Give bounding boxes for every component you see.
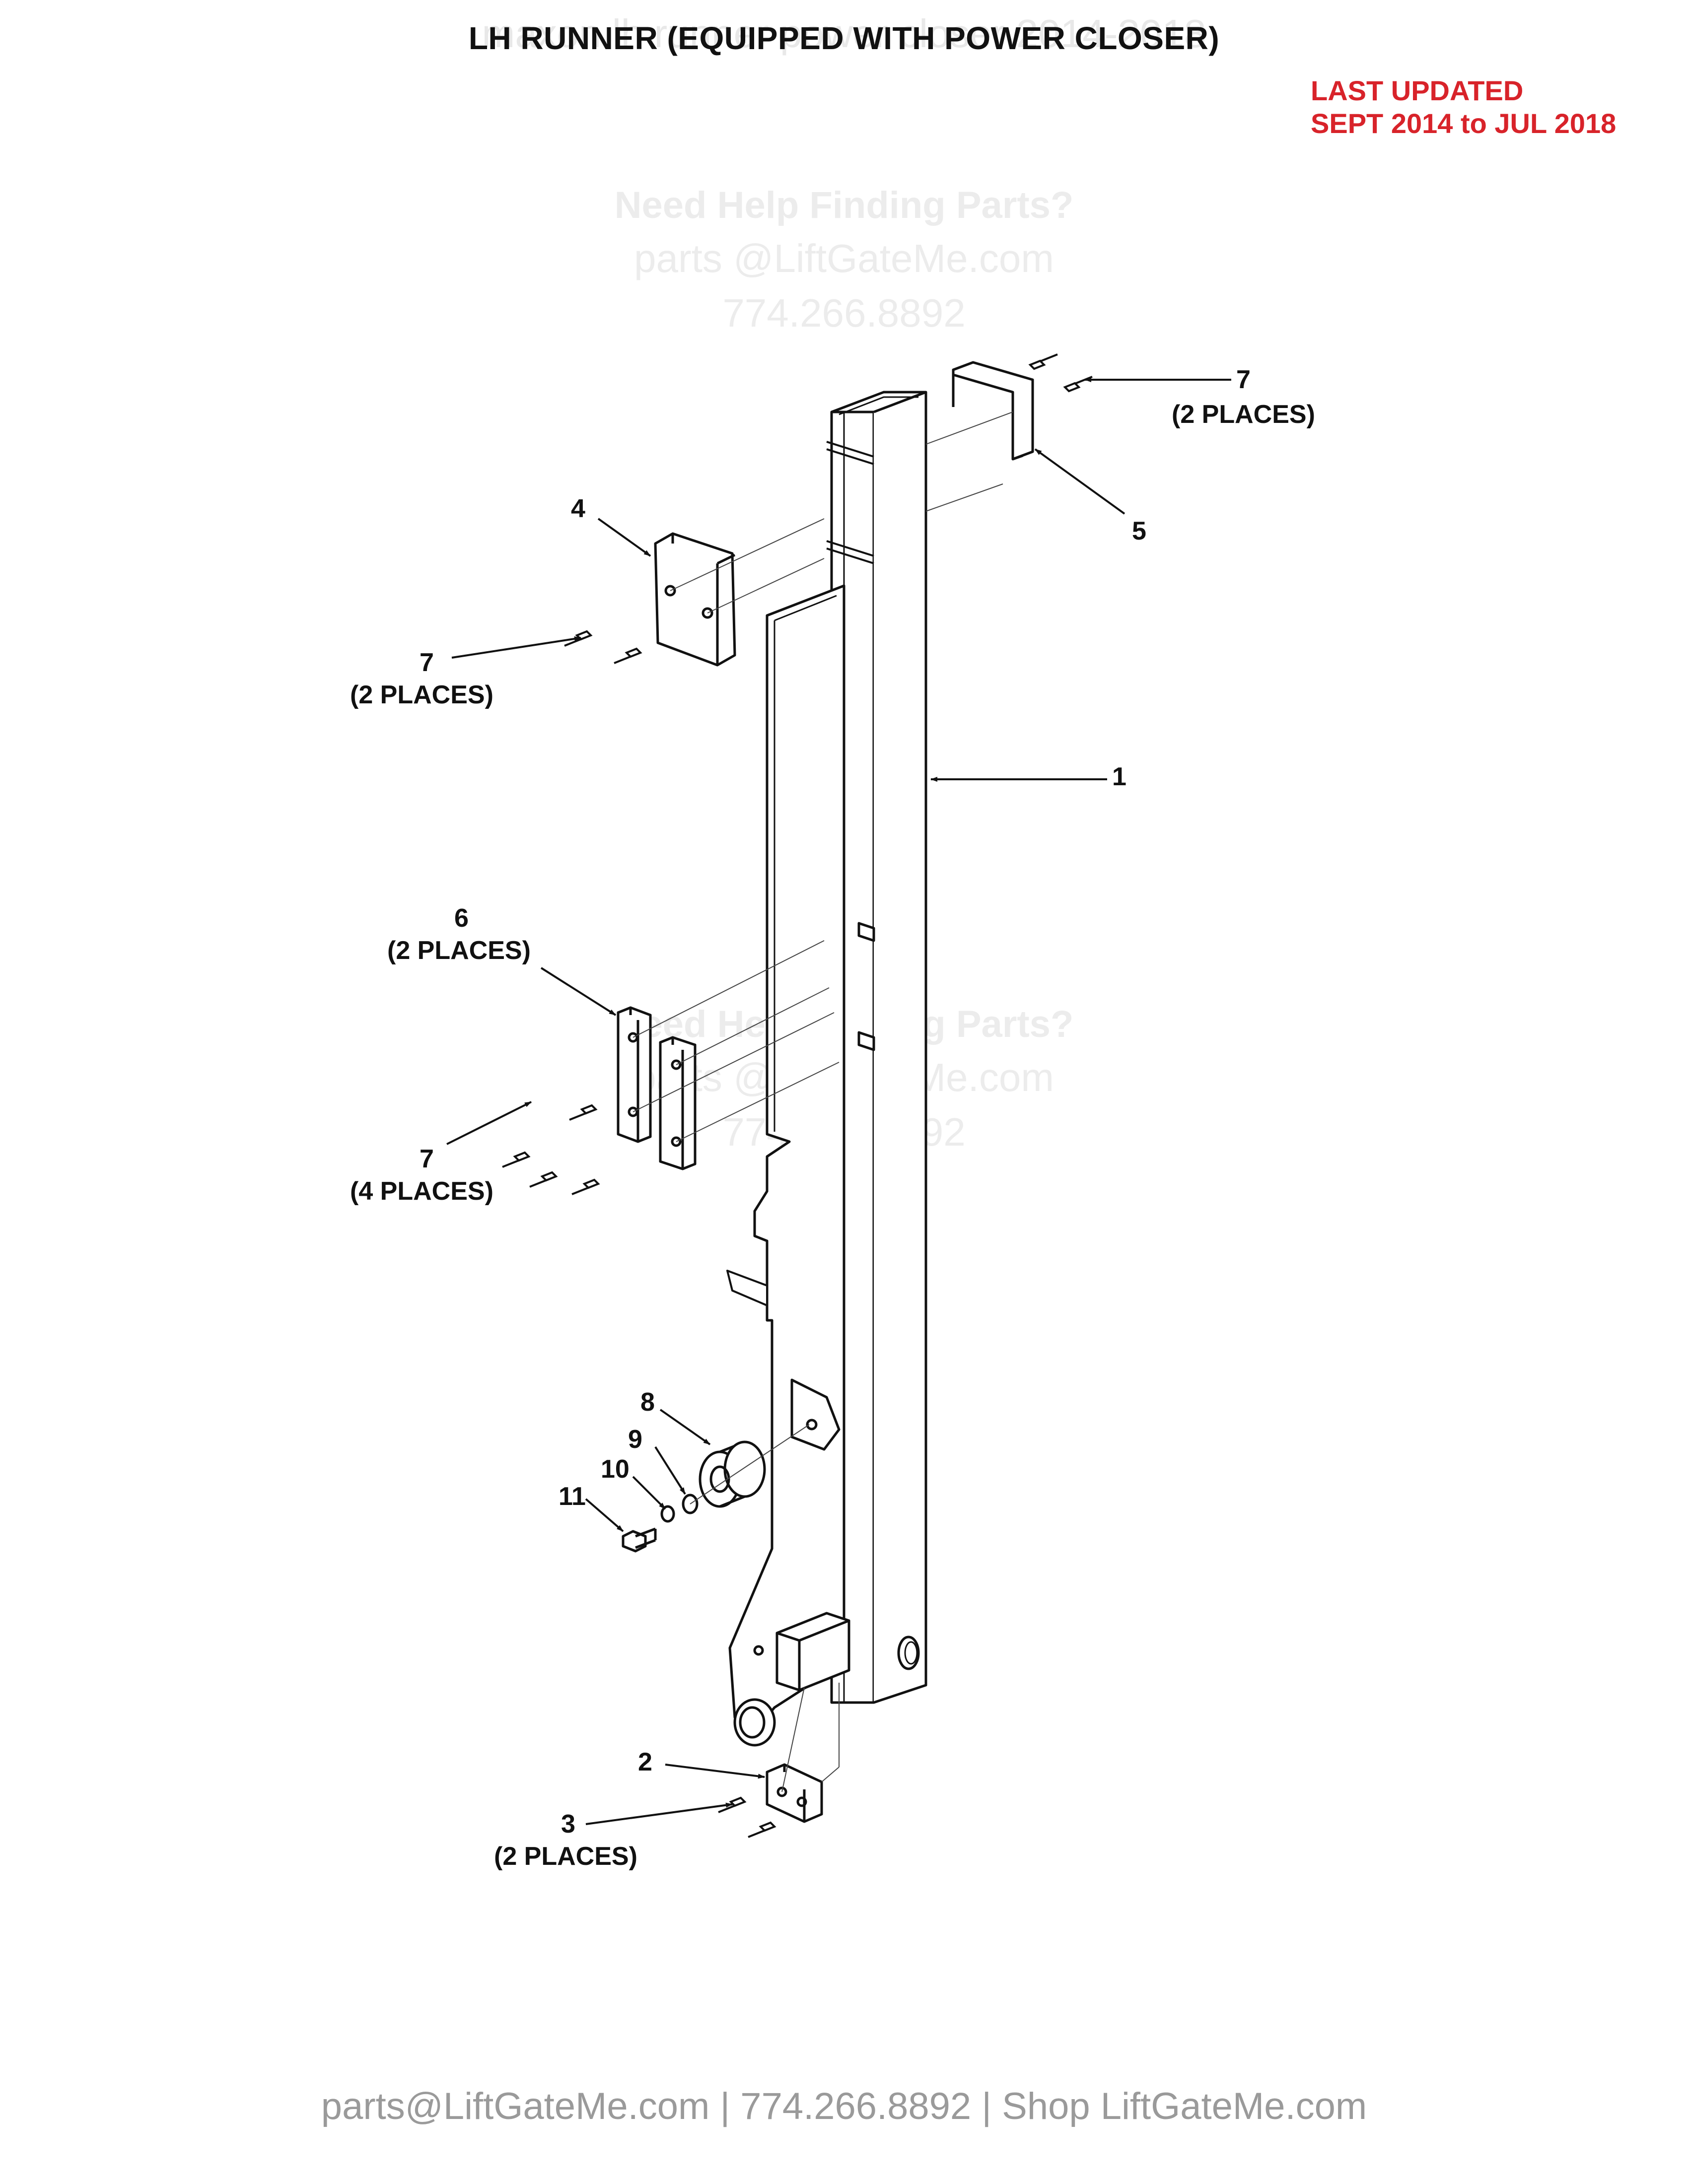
diagram-title: LH RUNNER (EQUIPPED WITH POWER CLOSER) [468,20,1220,56]
callout-3-qty: (2 PLACES) [494,1842,637,1871]
lower-stop-block [775,1612,850,1692]
callout-10: 10 [601,1455,630,1484]
callout-7-mid: 7 [420,648,434,677]
callout-7-mid-qty: (2 PLACES) [350,681,493,709]
watermark-top-text: maxon lh runner power closer 2014-2018 [482,11,1206,56]
callout-3: 3 [561,1810,575,1839]
roller-mount-tab [790,1378,841,1451]
callout-7-low-qty: (4 PLACES) [350,1177,493,1206]
callout-1: 1 [1112,762,1126,791]
guide-strip-part-6-b [659,1036,697,1170]
callout-leaders [446,377,1231,1825]
watermark-phone: 774.266.8892 [722,291,966,335]
watermark-email: parts @LiftGateMe.com [634,236,1054,280]
last-updated-label: LAST UPDATED [1311,75,1524,106]
callout-6-qty: (2 PLACES) [387,936,531,965]
last-updated-note: LAST UPDATED SEPT 2014 to JUL 2018 [1311,74,1616,140]
callout-11: 11 [559,1482,586,1511]
assembly-center-lines [633,411,1013,1792]
footer-contact: parts@LiftGateMe.com | 774.266.8892 | Sh… [321,2085,1367,2127]
roller-part-8 [699,1440,766,1508]
callout-7-top-qty: (2 PLACES) [1172,400,1315,429]
upper-plate-part-4 [654,532,736,667]
callout-7-top: 7 [1236,365,1251,394]
callout-4: 4 [571,494,585,523]
washer-part-9 [682,1494,699,1514]
callout-7-low: 7 [420,1145,434,1173]
last-updated-range: SEPT 2014 to JUL 2018 [1311,108,1617,139]
bolt-part-11 [622,1527,657,1553]
callout-8: 8 [640,1388,655,1417]
callout-2: 2 [638,1748,652,1776]
top-guide-part-5 [952,361,1034,461]
watermark-upper: Need Help Finding Parts? parts @LiftGate… [0,184,1688,336]
washer-part-10 [660,1505,675,1523]
rivet-fasteners [502,353,1093,1838]
runner-side-plate [726,584,845,1747]
callout-6: 6 [454,904,469,933]
guide-strip-part-6-a [617,1006,652,1143]
callout-5: 5 [1132,517,1146,546]
watermark-heading: Need Help Finding Parts? [614,184,1074,226]
bottom-pad-part-2 [766,1763,823,1823]
callout-9: 9 [628,1425,642,1454]
